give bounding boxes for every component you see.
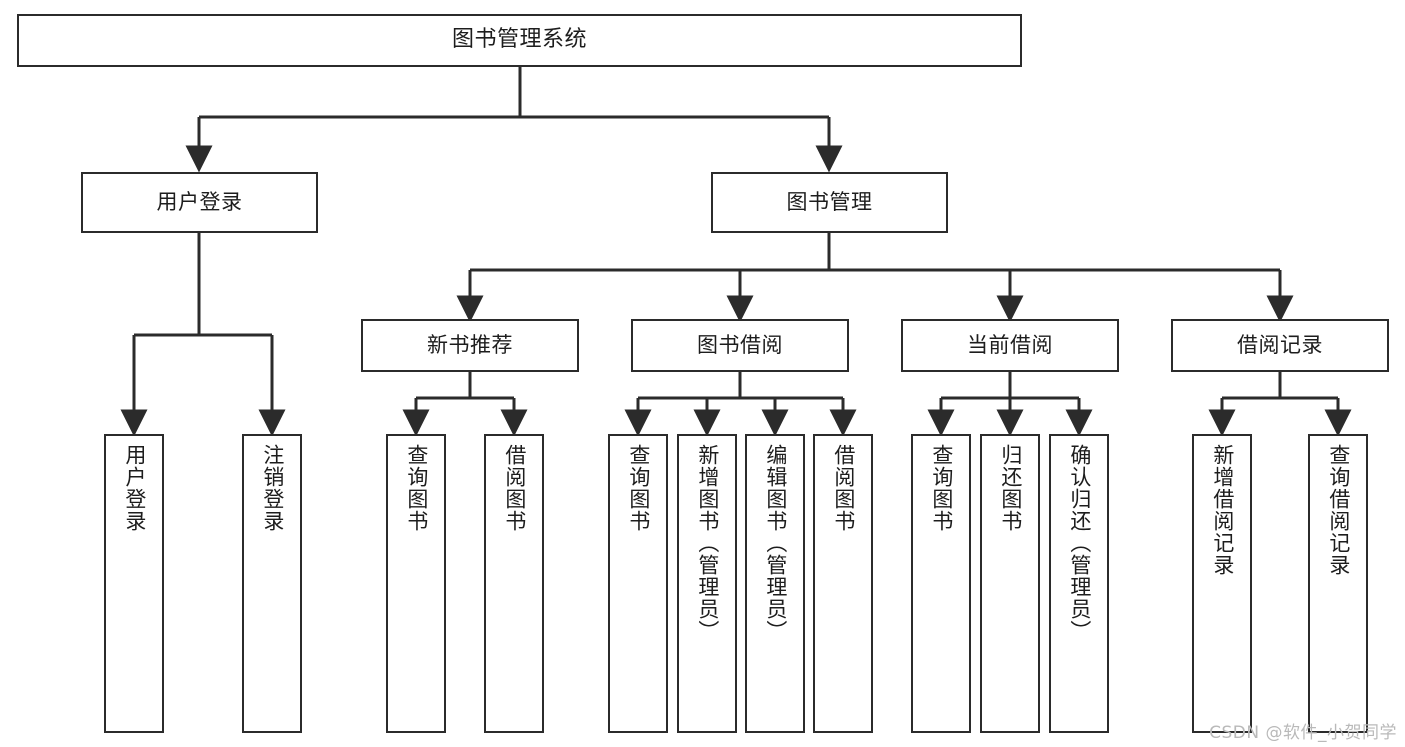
- leaf-current-query[interactable]: 查询图书: [911, 434, 971, 733]
- node-new-book-recommend[interactable]: 新书推荐: [361, 319, 579, 372]
- node-book-management[interactable]: 图书管理: [711, 172, 948, 233]
- node-label: 新书推荐: [427, 332, 513, 357]
- node-label: 用户登录: [156, 189, 243, 214]
- node-label: 确认归还（管理员）: [1067, 444, 1092, 642]
- node-book-borrow[interactable]: 图书借阅: [631, 319, 849, 372]
- node-label: 借阅图书: [831, 444, 856, 532]
- node-current-borrow[interactable]: 当前借阅: [901, 319, 1119, 372]
- node-label: 借阅记录: [1237, 332, 1323, 357]
- leaf-record-query[interactable]: 查询借阅记录: [1308, 434, 1368, 733]
- leaf-current-return[interactable]: 归还图书: [980, 434, 1040, 733]
- node-label: 查询图书: [404, 444, 429, 532]
- leaf-user-login[interactable]: 用户登录: [104, 434, 164, 733]
- node-label: 新增借阅记录: [1210, 444, 1235, 576]
- node-user-login[interactable]: 用户登录: [81, 172, 318, 233]
- watermark: CSDN @软件_小贺同学: [1209, 723, 1397, 743]
- leaf-borrow-edit-book[interactable]: 编辑图书（管理员）: [745, 434, 805, 733]
- node-label: 查询借阅记录: [1326, 444, 1351, 576]
- node-label: 当前借阅: [967, 332, 1053, 357]
- node-label: 归还图书: [998, 444, 1023, 532]
- node-label: 编辑图书（管理员）: [763, 444, 788, 642]
- leaf-current-confirm-return[interactable]: 确认归还（管理员）: [1049, 434, 1109, 733]
- leaf-record-add[interactable]: 新增借阅记录: [1192, 434, 1252, 733]
- node-label: 注销登录: [260, 444, 285, 532]
- node-label: 用户登录: [122, 444, 147, 532]
- node-label: 查询图书: [929, 444, 954, 532]
- node-label: 借阅图书: [502, 444, 527, 532]
- leaf-borrow-add-book[interactable]: 新增图书（管理员）: [677, 434, 737, 733]
- node-label: 图书管理系统: [451, 27, 587, 53]
- node-label: 图书管理: [786, 189, 873, 214]
- node-label: 查询图书: [626, 444, 651, 532]
- leaf-new-book-borrow[interactable]: 借阅图书: [484, 434, 544, 733]
- leaf-new-book-query[interactable]: 查询图书: [386, 434, 446, 733]
- node-label: 图书借阅: [697, 332, 783, 357]
- node-label: 新增图书（管理员）: [695, 444, 720, 642]
- node-borrow-records[interactable]: 借阅记录: [1171, 319, 1389, 372]
- leaf-logout[interactable]: 注销登录: [242, 434, 302, 733]
- leaf-borrow-book[interactable]: 借阅图书: [813, 434, 873, 733]
- leaf-borrow-query[interactable]: 查询图书: [608, 434, 668, 733]
- node-root-system[interactable]: 图书管理系统: [17, 14, 1022, 67]
